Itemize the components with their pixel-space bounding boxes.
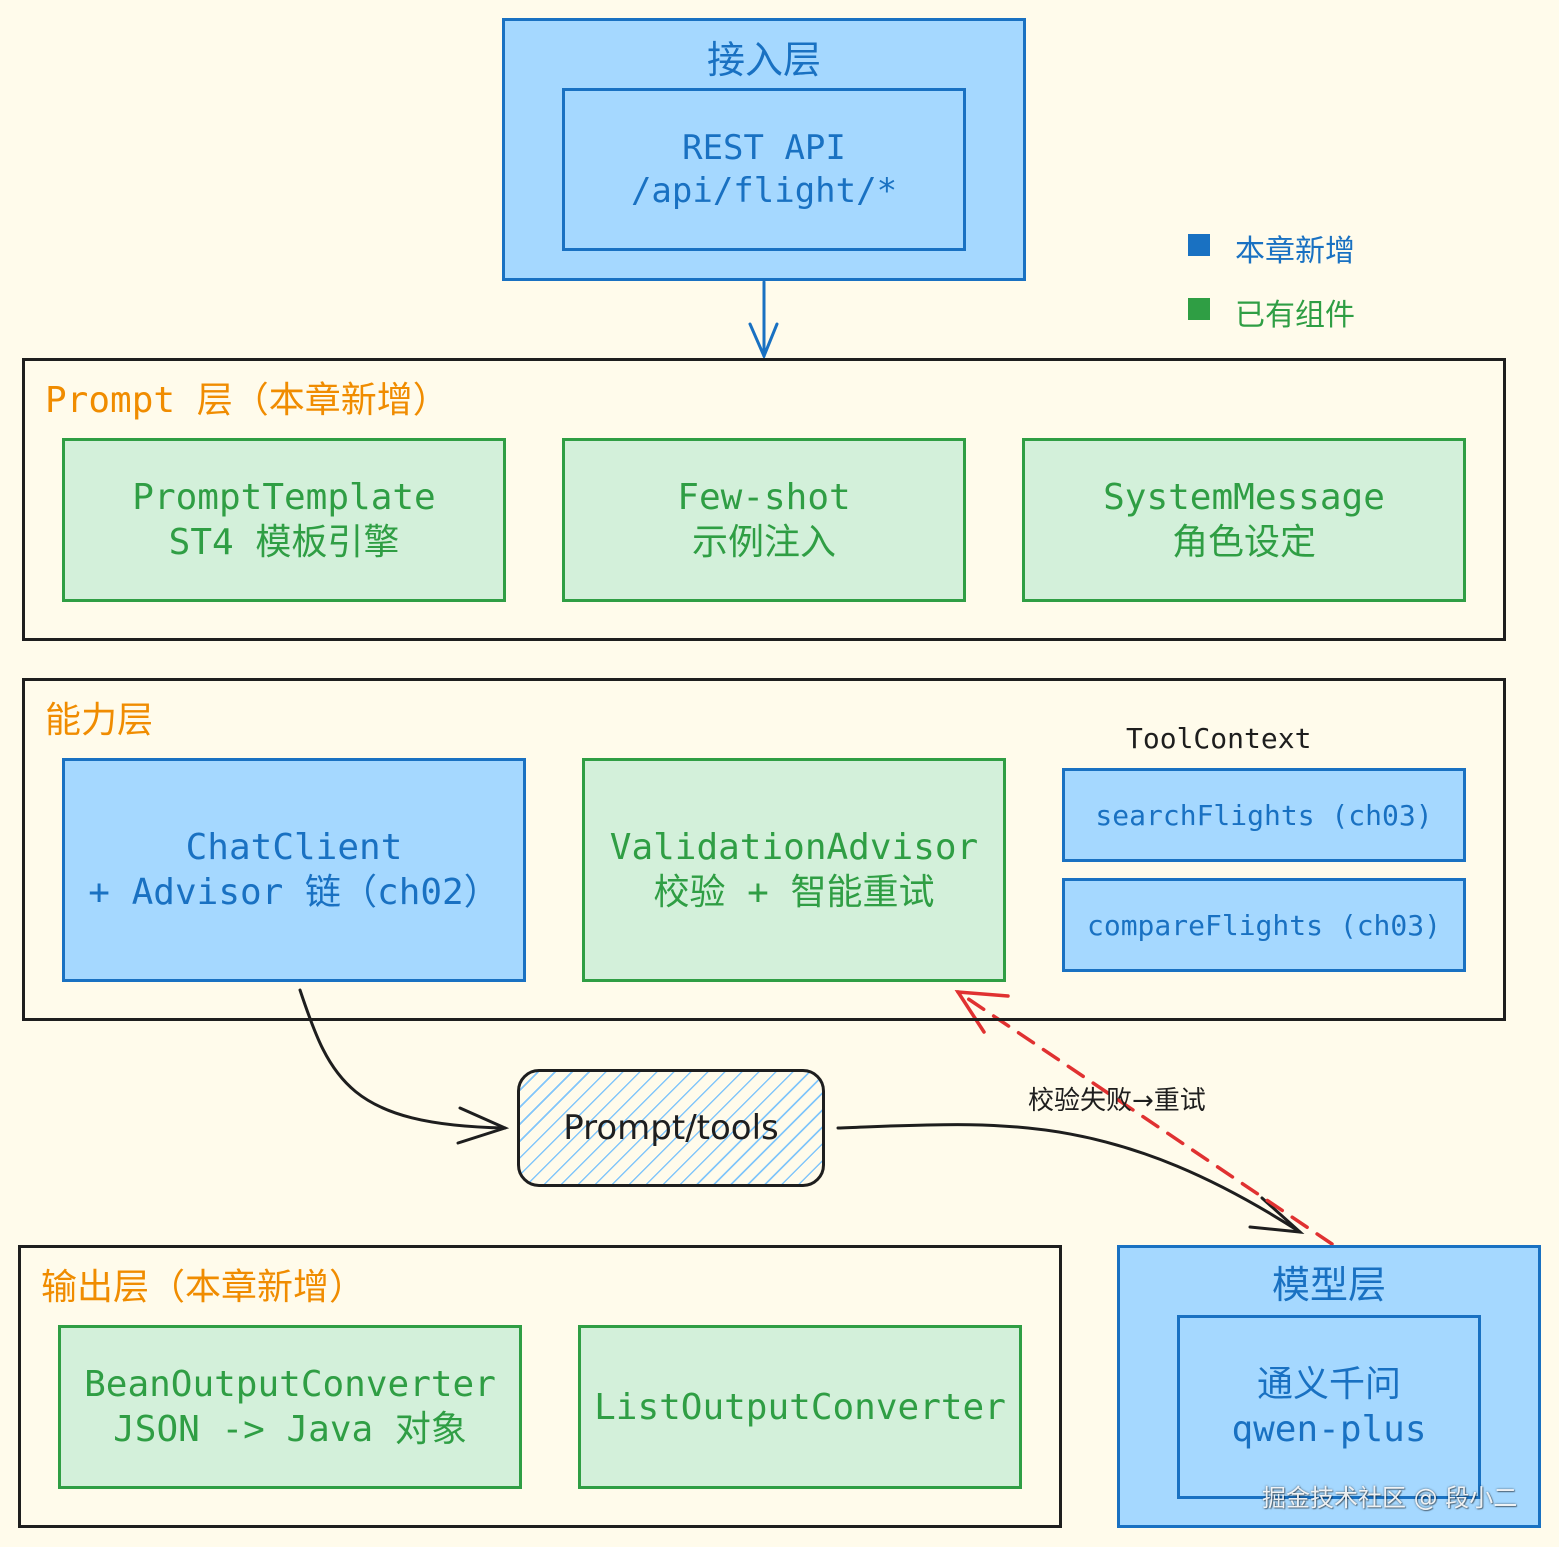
search-flights-label: searchFlights (ch03): [1095, 798, 1433, 832]
prompt-layer: Prompt 层（本章新增）: [22, 358, 1506, 641]
list-output-converter-label: ListOutputConverter: [594, 1386, 1006, 1428]
model-layer-title: 模型层: [1271, 1263, 1386, 1307]
chatclient-to-prompt-arrow: [298, 988, 510, 1145]
few-shot-desc: 示例注入: [691, 522, 836, 563]
legend-existing-label: 已有组件: [1235, 298, 1355, 333]
bean-output-converter-label: BeanOutputConverter: [84, 1364, 496, 1405]
capability-layer-title: 能力层: [45, 700, 154, 741]
search-flights-tool[interactable]: searchFlights (ch03): [1062, 768, 1466, 862]
chat-client-desc: + Advisor 链（ch02）: [88, 872, 500, 913]
access-to-prompt-arrow: [748, 280, 779, 360]
compare-flights-label: compareFlights (ch03): [1086, 908, 1441, 942]
chat-client-label: ChatClient: [185, 827, 403, 868]
output-layer-title: 输出层（本章新增）: [41, 1267, 366, 1308]
access-layer-title: 接入层: [706, 38, 821, 82]
prompt-layer-title: Prompt 层（本章新增）: [45, 380, 449, 421]
system-message-desc: 角色设定: [1171, 522, 1316, 563]
validation-advisor-desc: 校验 + 智能重试: [653, 872, 935, 913]
bean-output-converter-box[interactable]: BeanOutputConverter JSON -> Java 对象: [58, 1325, 522, 1489]
compare-flights-tool[interactable]: compareFlights (ch03): [1062, 878, 1466, 972]
chat-client-box[interactable]: ChatClient + Advisor 链（ch02）: [62, 758, 526, 982]
retry-label: 校验失败→重试: [1028, 1086, 1206, 1116]
legend-new-label: 本章新增: [1235, 234, 1355, 269]
capability-layer: 能力层: [22, 678, 1506, 1021]
retry-dashed-arrow: [954, 989, 1334, 1246]
validation-advisor-box[interactable]: ValidationAdvisor 校验 + 智能重试: [582, 758, 1006, 982]
bean-output-converter-desc: JSON -> Java 对象: [113, 1409, 467, 1450]
prompt-template-desc: ST4 模板引擎: [168, 522, 400, 563]
qwen-model-box[interactable]: 通义千问 qwen-plus: [1177, 1315, 1481, 1499]
prompt-template-box[interactable]: PromptTemplate ST4 模板引擎: [62, 438, 506, 602]
prompt-tools-label: Prompt/tools: [563, 1108, 779, 1148]
legend-existing-swatch: [1188, 298, 1210, 320]
validation-advisor-label: ValidationAdvisor: [609, 827, 979, 868]
system-message-box[interactable]: SystemMessage 角色设定: [1022, 438, 1466, 602]
watermark: 掘金技术社区 @ 段小二: [1262, 1484, 1518, 1512]
few-shot-box[interactable]: Few-shot 示例注入: [562, 438, 966, 602]
qwen-model-name: 通义千问: [1256, 1364, 1401, 1405]
rest-api-path: /api/flight/*: [630, 170, 898, 211]
rest-api-box[interactable]: REST API /api/flight/*: [562, 88, 966, 251]
list-output-converter-box[interactable]: ListOutputConverter: [578, 1325, 1022, 1489]
system-message-label: SystemMessage: [1103, 477, 1385, 518]
prompt-template-label: PromptTemplate: [132, 477, 436, 518]
rest-api-label: REST API: [682, 128, 846, 168]
qwen-model-id: qwen-plus: [1231, 1409, 1427, 1450]
legend-new-swatch: [1188, 234, 1210, 256]
tool-context-title: ToolContext: [1126, 722, 1312, 755]
few-shot-label: Few-shot: [677, 477, 851, 518]
prompt-to-model-arrow: [836, 1123, 1305, 1234]
output-layer: 输出层（本章新增）: [18, 1245, 1062, 1528]
prompt-tools-node[interactable]: Prompt/tools: [517, 1069, 825, 1187]
